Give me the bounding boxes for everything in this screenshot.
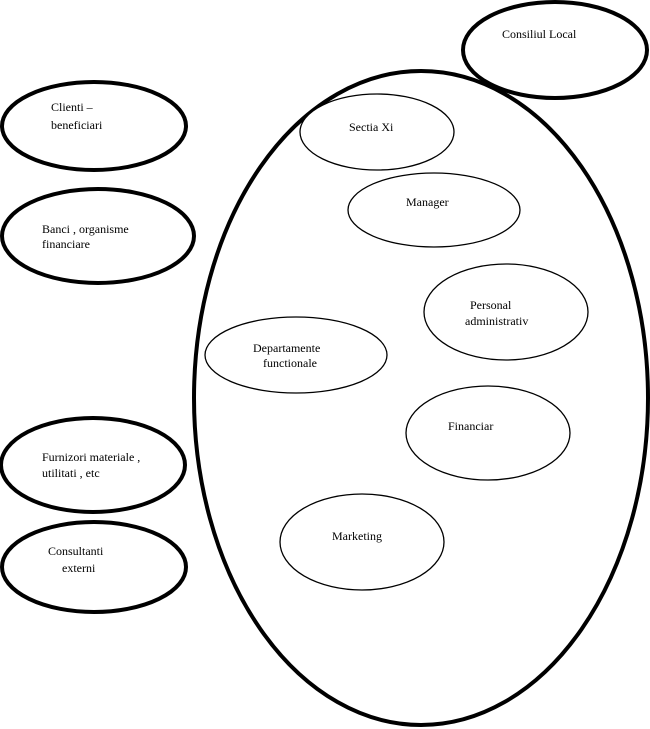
node-consiliul-local-shape (461, 0, 649, 100)
node-personal-shape (423, 263, 589, 361)
node-banci-shape (0, 187, 196, 285)
node-financiar-shape (405, 385, 571, 481)
node-sectia-shape (299, 93, 455, 171)
node-manager-shape (347, 172, 521, 248)
node-clienti-shape (0, 80, 188, 172)
node-personal-label-line2: administrativ (465, 314, 528, 328)
node-consiliul-local: Consiliul Local (461, 0, 649, 100)
node-departamente-label-line2: functionale (263, 356, 317, 370)
node-financiar-label: Financiar (448, 419, 493, 433)
node-marketing-shape (279, 493, 445, 591)
node-consultanti-label-line1: Consultanti (48, 544, 104, 558)
node-consultanti-externi: Consultanti externi (0, 520, 188, 614)
node-banci-label-line2: financiare (42, 237, 90, 251)
node-personal-administrativ: Personal administrativ (423, 263, 589, 361)
node-furnizori-label-line2: utilitati , etc (42, 466, 100, 480)
node-consiliul-local-label: Consiliul Local (502, 27, 577, 41)
node-furnizori-shape (0, 416, 187, 514)
node-furnizori: Furnizori materiale , utilitati , etc (0, 416, 187, 514)
node-departamente-functionale: Departamente functionale (204, 316, 388, 394)
node-departamente-shape (204, 316, 388, 394)
node-clienti-label-line2: beneficiari (51, 118, 103, 132)
node-furnizori-label-line1: Furnizori materiale , (42, 450, 140, 464)
node-marketing: Marketing (279, 493, 445, 591)
node-banci-label-line1: Banci , organisme (42, 222, 129, 236)
node-financiar: Financiar (405, 385, 571, 481)
node-departamente-label-line1: Departamente (253, 341, 320, 355)
node-marketing-label: Marketing (332, 529, 382, 543)
node-sectia-label: Sectia Xi (349, 120, 394, 134)
organization-ellipse (192, 69, 650, 727)
node-manager: Manager (347, 172, 521, 248)
node-banci-organisme-financiare: Banci , organisme financiare (0, 187, 196, 285)
node-consultanti-shape (0, 520, 188, 614)
node-clienti-beneficiari: Clienti – beneficiari (0, 80, 188, 172)
node-clienti-label-line1: Clienti – (51, 100, 94, 114)
node-sectia-xi: Sectia Xi (299, 93, 455, 171)
node-manager-label: Manager (406, 195, 449, 209)
node-personal-label-line1: Personal (470, 298, 512, 312)
node-consultanti-label-line2: externi (62, 561, 96, 575)
